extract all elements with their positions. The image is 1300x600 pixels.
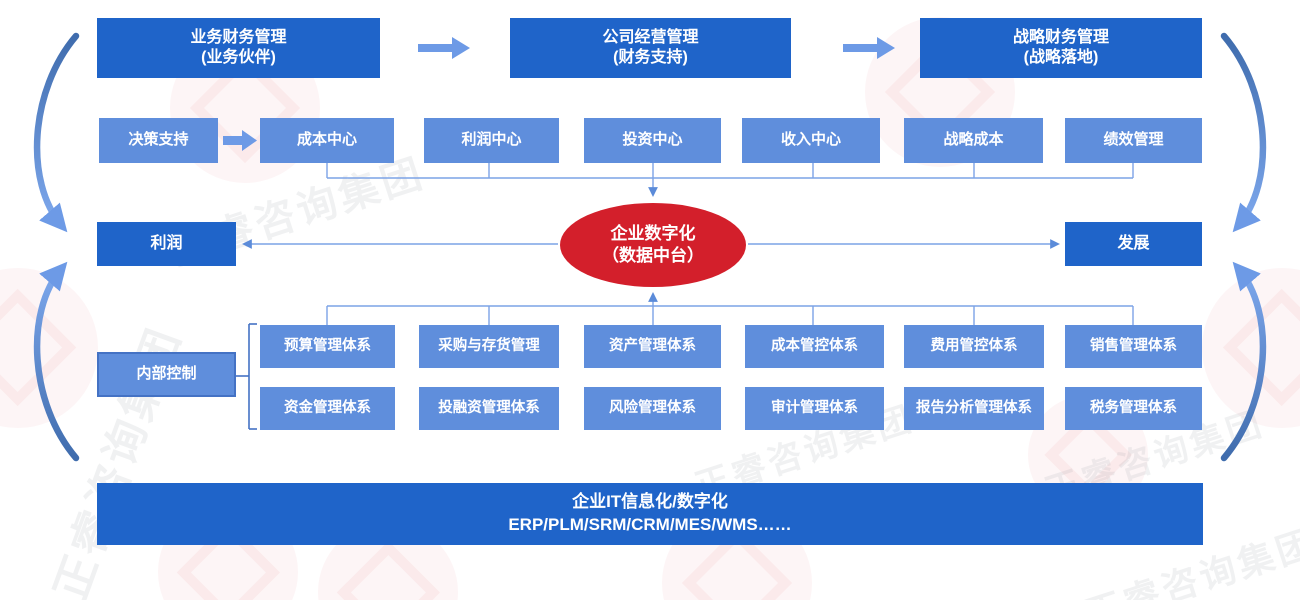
box-profit-outcome: 利润 xyxy=(97,222,236,266)
box-profit-center: 利润中心 xyxy=(424,118,559,163)
box-report-analysis-management-system: 报告分析管理体系 xyxy=(904,387,1044,430)
box-cost-control-system: 成本管控体系 xyxy=(745,325,884,368)
box-risk-management-system: 风险管理体系 xyxy=(584,387,721,430)
box-company-operation-management: 公司经营管理 (财务支持) xyxy=(510,18,791,78)
box-line: 业务财务管理 xyxy=(190,29,287,46)
banner-line: 企业IT信息化/数字化 xyxy=(572,492,728,512)
box-expense-control-system: 费用管控体系 xyxy=(904,325,1044,368)
box-cost-center: 成本中心 xyxy=(260,118,394,163)
box-business-finance-management: 业务财务管理 (业务伙伴) xyxy=(97,18,380,78)
box-line: 公司经营管理 xyxy=(602,29,699,46)
ellipse-line: （数据中台） xyxy=(602,246,704,265)
box-line: 战略财务管理 xyxy=(1012,29,1109,46)
box-decision-support: 决策支持 xyxy=(99,118,218,163)
box-internal-control: 内部控制 xyxy=(97,352,236,397)
box-treasury-management-system: 资金管理体系 xyxy=(260,387,395,430)
box-investment-financing-management-system: 投融资管理体系 xyxy=(419,387,559,430)
box-development-outcome: 发展 xyxy=(1065,222,1202,266)
box-line: (战略落地) xyxy=(1023,49,1099,66)
bottom-bus-connector xyxy=(326,292,1134,325)
flow-arrow-icon xyxy=(223,37,895,151)
internal-control-bracket xyxy=(236,323,257,430)
box-line: (业务伙伴) xyxy=(201,49,276,66)
box-revenue-center: 收入中心 xyxy=(742,118,880,163)
top-bus-connector xyxy=(326,163,1134,197)
ellipse-line: 企业数字化 xyxy=(610,223,696,243)
box-tax-management-system: 税务管理体系 xyxy=(1065,387,1202,430)
box-line: (财务支持) xyxy=(613,49,688,66)
banner-line: ERP/PLM/SRM/CRM/MES/WMS…… xyxy=(508,515,792,534)
box-asset-management-system: 资产管理体系 xyxy=(584,325,721,368)
core-digitalization-ellipse: 企业数字化 （数据中台） xyxy=(560,203,746,287)
curved-side-arrows xyxy=(33,32,1267,462)
box-budget-management-system: 预算管理体系 xyxy=(260,325,395,368)
box-procurement-inventory-management: 采购与存货管理 xyxy=(419,325,559,368)
box-sales-management-system: 销售管理体系 xyxy=(1065,325,1202,368)
box-strategic-cost: 战略成本 xyxy=(904,118,1043,163)
box-audit-management-system: 审计管理体系 xyxy=(745,387,884,430)
box-performance-management: 绩效管理 xyxy=(1065,118,1202,163)
box-strategic-finance-management: 战略财务管理 (战略落地) xyxy=(920,18,1202,78)
box-investment-center: 投资中心 xyxy=(584,118,721,163)
it-digitalization-banner: 企业IT信息化/数字化 ERP/PLM/SRM/CRM/MES/WMS…… xyxy=(97,483,1203,545)
